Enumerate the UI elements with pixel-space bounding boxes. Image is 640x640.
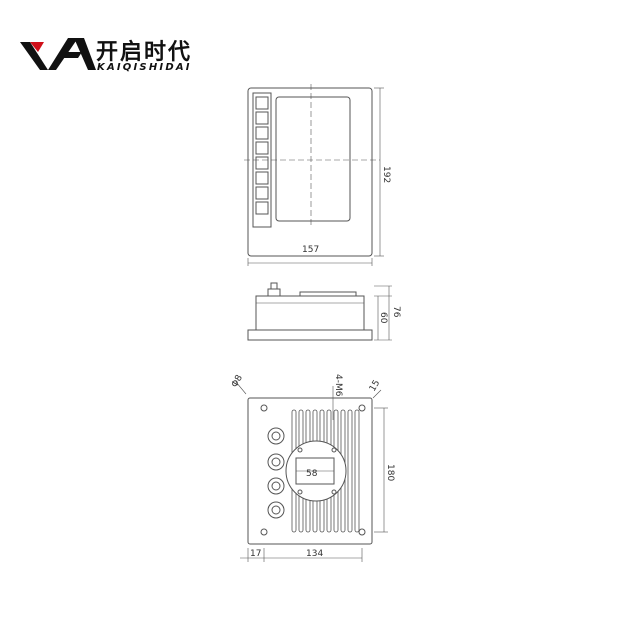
back-view bbox=[235, 381, 388, 562]
va-chevron-logo-icon bbox=[20, 38, 96, 70]
back-width-label: 134 bbox=[306, 549, 323, 559]
brand-logo bbox=[20, 38, 96, 70]
hole-thread-label: 4-M6 bbox=[333, 374, 343, 397]
corner-offset-label: 15 bbox=[368, 379, 382, 394]
side-body-height-label: 60 bbox=[378, 312, 388, 324]
brand-name-cn: 开启时代 bbox=[96, 40, 193, 65]
side-view bbox=[247, 282, 392, 341]
center-square-label: 58 bbox=[306, 469, 318, 479]
front-view bbox=[244, 84, 384, 266]
back-left-offset-label: 17 bbox=[250, 549, 261, 559]
back-height-label: 180 bbox=[385, 464, 395, 481]
brand-name-en: KAIQISHIDAI bbox=[97, 62, 192, 73]
front-height-label: 192 bbox=[381, 166, 391, 183]
connectors bbox=[267, 427, 285, 519]
side-total-height-label: 76 bbox=[391, 306, 401, 318]
hole-diameter-label: Φ8 bbox=[230, 373, 245, 389]
front-width-label: 157 bbox=[302, 245, 319, 255]
